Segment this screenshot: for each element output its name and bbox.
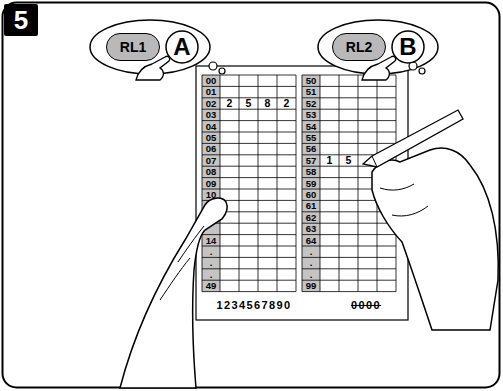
button-letter: A bbox=[165, 30, 199, 64]
number-column bbox=[302, 75, 320, 292]
ellipsis-dot: . bbox=[302, 246, 320, 257]
grid-line bbox=[277, 75, 278, 292]
finger-line bbox=[392, 206, 428, 216]
button-letter-text: B bbox=[399, 35, 416, 59]
finger-line bbox=[178, 226, 204, 262]
hand bbox=[372, 148, 498, 330]
row-number: 08 bbox=[202, 166, 220, 177]
row-number: 01 bbox=[202, 86, 220, 97]
entered-digit: 5 bbox=[339, 155, 358, 166]
grid-line bbox=[302, 291, 396, 292]
button-letter-text: A bbox=[173, 35, 190, 59]
grid-line bbox=[302, 246, 396, 247]
relay-label: RL1 bbox=[106, 33, 160, 61]
grid-line bbox=[302, 268, 396, 269]
circle-outline bbox=[166, 31, 198, 63]
row-number: 02 bbox=[202, 98, 220, 109]
pen-tip-line bbox=[372, 156, 377, 167]
row-number: 58 bbox=[302, 166, 320, 177]
relay-name: RL2 bbox=[346, 40, 372, 54]
digit-legend: 1234567890 bbox=[206, 297, 302, 313]
row-number: 60 bbox=[302, 189, 320, 200]
grid-line bbox=[202, 246, 296, 247]
entered-digit: 2 bbox=[220, 98, 239, 109]
finger-line bbox=[160, 258, 190, 300]
grid-line bbox=[220, 75, 221, 292]
row-number: 10 bbox=[202, 189, 220, 200]
button-letter: B bbox=[391, 30, 425, 64]
row-number: 06 bbox=[202, 143, 220, 154]
row-number: 49 bbox=[202, 280, 220, 291]
row-number: 55 bbox=[302, 132, 320, 143]
row-number: 14 bbox=[202, 235, 220, 246]
crossed-out-code: 0000 bbox=[340, 297, 392, 313]
grid-line bbox=[296, 75, 297, 292]
step-number: 5 bbox=[4, 4, 38, 36]
ellipsis-dot: . bbox=[202, 269, 220, 280]
frame bbox=[3, 3, 500, 388]
bubble-tail bbox=[209, 62, 217, 70]
row-number: 61 bbox=[302, 200, 320, 211]
row-number: 53 bbox=[302, 109, 320, 120]
grid-line bbox=[320, 75, 321, 292]
hand bbox=[120, 198, 227, 388]
row-number: 50 bbox=[302, 75, 320, 86]
row-number: 05 bbox=[202, 132, 220, 143]
entered-digit: 5 bbox=[239, 98, 258, 109]
entered-digit: 8 bbox=[258, 98, 277, 109]
row-number: 52 bbox=[302, 98, 320, 109]
grid-line bbox=[302, 257, 396, 258]
ellipsis-dot: . bbox=[202, 246, 220, 257]
relay-label: RL2 bbox=[332, 33, 386, 61]
circle-outline bbox=[392, 31, 424, 63]
relay-name: RL1 bbox=[120, 40, 146, 54]
grid bbox=[202, 75, 396, 292]
row-number: 03 bbox=[202, 109, 220, 120]
ellipsis-dot: . bbox=[302, 257, 320, 268]
grid-line bbox=[358, 75, 359, 292]
entered-digit: 2 bbox=[277, 98, 296, 109]
ellipsis-dot: . bbox=[302, 269, 320, 280]
row-number: 64 bbox=[302, 235, 320, 246]
row-number: 07 bbox=[202, 155, 220, 166]
row-number: 56 bbox=[302, 143, 320, 154]
row-number: 09 bbox=[202, 178, 220, 189]
grid-line bbox=[302, 75, 303, 292]
ellipsis-dot: . bbox=[202, 257, 220, 268]
row-number: 63 bbox=[302, 223, 320, 234]
entered-digit: 1 bbox=[320, 155, 339, 166]
grid-line bbox=[239, 75, 240, 292]
grid-line bbox=[202, 268, 296, 269]
number-column bbox=[202, 75, 220, 292]
row-number: 57 bbox=[302, 155, 320, 166]
step-number-text: 5 bbox=[14, 7, 28, 33]
pen bbox=[363, 110, 463, 167]
grid-line bbox=[202, 257, 296, 258]
bubble-tail bbox=[219, 68, 225, 74]
row-number: 04 bbox=[202, 121, 220, 132]
row-number: 99 bbox=[302, 280, 320, 291]
finger-line bbox=[380, 184, 414, 190]
row-number: 62 bbox=[302, 212, 320, 223]
row-number: 51 bbox=[302, 86, 320, 97]
row-number: 54 bbox=[302, 121, 320, 132]
grid-line bbox=[339, 75, 340, 292]
row-number: 59 bbox=[302, 178, 320, 189]
grid-line bbox=[202, 291, 296, 292]
grid-line bbox=[258, 75, 259, 292]
row-number: 00 bbox=[202, 75, 220, 86]
bubble-tail bbox=[419, 68, 425, 74]
grid-line bbox=[202, 75, 203, 292]
